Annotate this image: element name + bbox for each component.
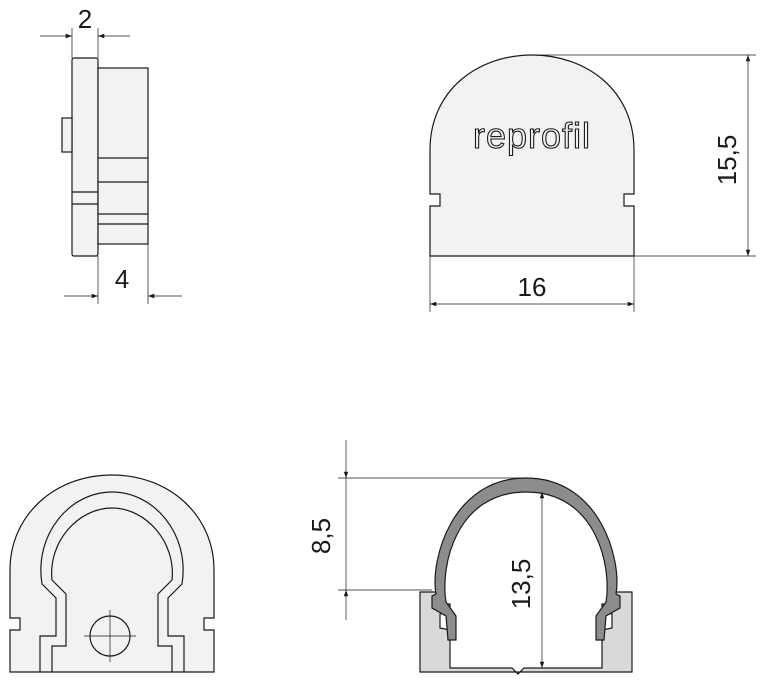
back-cap-inner-contour bbox=[39, 491, 185, 672]
cap-nub bbox=[61, 117, 73, 153]
back-cap-outline bbox=[9, 474, 215, 673]
diffuser bbox=[431, 477, 621, 641]
brand-logo: reprofil bbox=[473, 115, 591, 156]
dim-cap-thickness: 2 bbox=[78, 4, 92, 34]
cap-insert bbox=[97, 67, 149, 245]
cap-plate bbox=[71, 57, 99, 257]
profile-section: 8,5 13,5 bbox=[306, 440, 633, 675]
dim-width: 16 bbox=[518, 272, 547, 302]
dim-insert-depth: 4 bbox=[115, 264, 129, 294]
dim-dome-height: 8,5 bbox=[306, 518, 336, 554]
side-view: 2 4 bbox=[40, 4, 182, 304]
back-cap-groove bbox=[51, 507, 173, 672]
back-view bbox=[9, 474, 215, 673]
dim-profile-height: 13,5 bbox=[506, 559, 536, 610]
front-view: reprofil 15,5 16 bbox=[429, 54, 756, 312]
dim-height: 15,5 bbox=[712, 135, 742, 186]
